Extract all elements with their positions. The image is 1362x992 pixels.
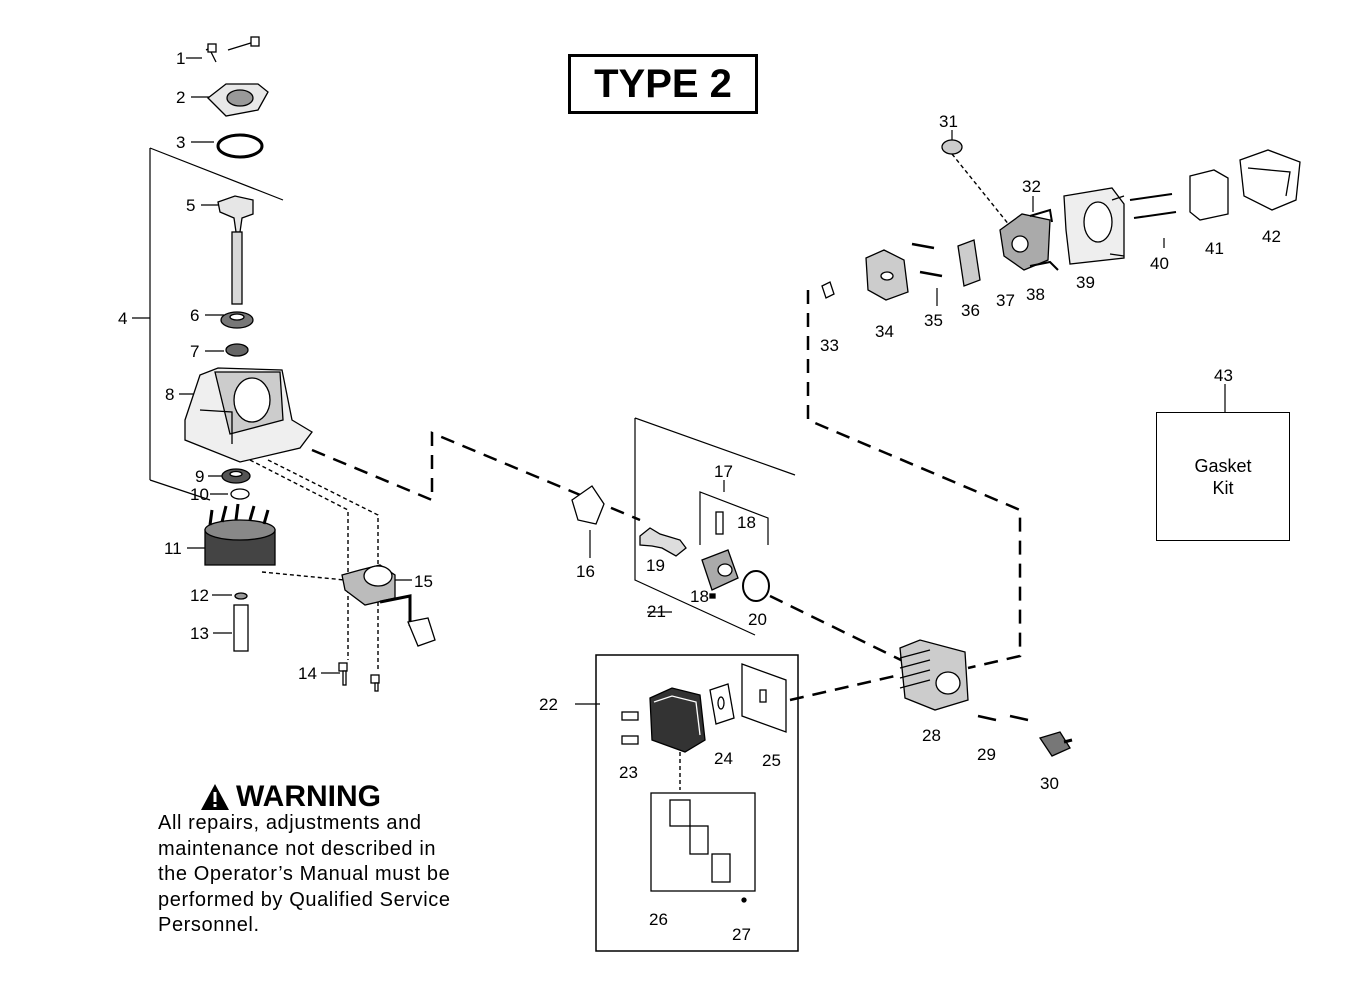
- part-number-19: 19: [646, 556, 665, 575]
- part-number-12: 12: [190, 586, 209, 605]
- part-number-34: 34: [875, 322, 894, 341]
- part-number-21: 21: [647, 602, 666, 621]
- type-label: TYPE 2: [594, 61, 732, 106]
- warning-line-5: Personnel.: [158, 914, 260, 937]
- part-number-1: 1: [176, 49, 185, 68]
- part-number-6: 6: [190, 306, 199, 325]
- warning-line-3: the Operator’s Manual must be: [158, 863, 451, 886]
- part-number-42: 42: [1262, 227, 1281, 246]
- part-number-4: 4: [118, 309, 127, 328]
- part-number-31: 31: [939, 112, 958, 131]
- part-number-28: 28: [922, 726, 941, 745]
- part-number-43: 43: [1214, 366, 1233, 385]
- warning-line-2: maintenance not described in: [158, 837, 437, 860]
- part-number-8: 8: [165, 385, 174, 404]
- part-number-14: 14: [298, 664, 317, 683]
- part-number-17: 17: [714, 462, 733, 481]
- part-number-38: 38: [1026, 285, 1045, 304]
- gasket-kit-line-1: Gasket: [1194, 455, 1252, 476]
- part-number-20: 20: [748, 610, 767, 629]
- part-number-2: 2: [176, 88, 185, 107]
- part-number-37: 37: [996, 291, 1015, 310]
- part-number-41: 41: [1205, 239, 1224, 258]
- part-number-23: 23: [619, 763, 638, 782]
- part-number-9: 9: [195, 467, 204, 486]
- part-number-33: 33: [820, 336, 839, 355]
- part-number-13: 13: [190, 624, 209, 643]
- part-number-26: 26: [649, 910, 668, 929]
- part-number-32: 32: [1022, 177, 1041, 196]
- part-number-30: 30: [1040, 774, 1059, 793]
- warning-line-1: All repairs, adjustments and: [158, 812, 422, 834]
- part-number-10: 10: [190, 485, 209, 504]
- warning-triangle-icon: [201, 784, 229, 810]
- warning-title: WARNING: [236, 780, 381, 813]
- part-number-24: 24: [714, 749, 733, 768]
- part-number-16: 16: [576, 562, 595, 581]
- part-number-22: 22: [539, 695, 558, 714]
- part-number-18-upper: 18: [737, 513, 756, 532]
- part-number-7: 7: [190, 342, 199, 361]
- part-number-29: 29: [977, 745, 996, 764]
- warning-heading: WARNING: [200, 780, 381, 814]
- warning-line-4: performed by Qualified Service: [158, 888, 451, 911]
- part-number-39: 39: [1076, 273, 1095, 292]
- part-number-25: 25: [762, 751, 781, 770]
- part-number-18-lower: 18: [690, 587, 709, 606]
- part-number-35: 35: [924, 311, 943, 330]
- part-number-11: 11: [164, 539, 182, 558]
- gasket-kit-line-2: Kit: [1212, 477, 1234, 498]
- part-number-5: 5: [186, 196, 195, 215]
- gasket-kit-box: Gasket Kit: [1156, 412, 1290, 541]
- part-number-40: 40: [1150, 254, 1169, 273]
- part-number-27: 27: [732, 925, 751, 944]
- type-label-box: TYPE 2: [568, 54, 758, 114]
- part-number-36: 36: [961, 301, 980, 320]
- part-number-3: 3: [176, 133, 185, 152]
- part-number-15: 15: [414, 572, 433, 591]
- warning-text: All repairs, adjustments and maintenance…: [158, 811, 498, 939]
